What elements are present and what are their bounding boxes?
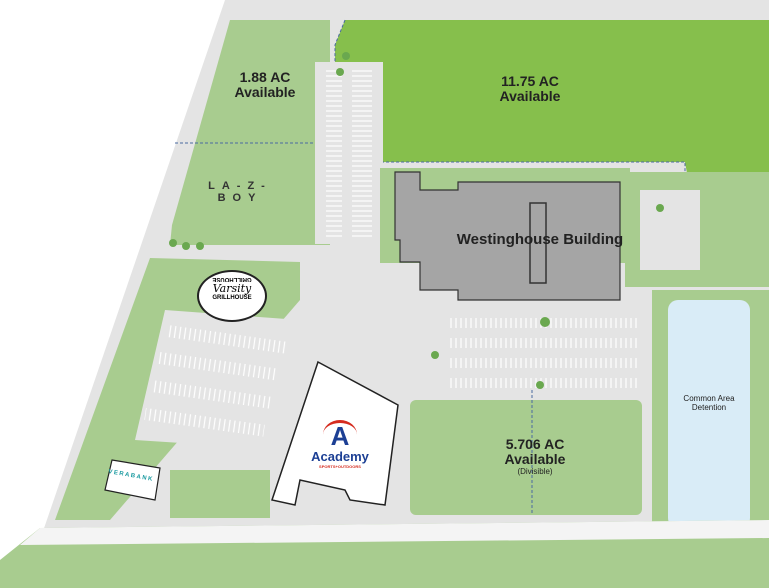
academy-a-icon: A — [323, 420, 357, 449]
parcel-label-5-706-ac: 5.706 AC Available (Divisible) — [485, 436, 585, 477]
detention-pond[interactable] — [668, 300, 750, 528]
westinghouse-building[interactable] — [394, 171, 621, 301]
south-road — [20, 520, 769, 545]
varsity-grillhouse-logo: GRILLHOUSE Varsity GRILLHOUSE — [197, 270, 267, 322]
status: Available — [234, 84, 296, 101]
acreage: 1.88 AC — [239, 69, 291, 85]
parcel-boundary — [334, 19, 686, 195]
parking-lot-north — [315, 62, 383, 244]
status: Available — [504, 451, 566, 468]
note: (Divisible) — [517, 466, 553, 476]
parcel-label-11-75-ac: 11.75 AC Available — [480, 73, 580, 105]
status: Available — [499, 88, 561, 105]
parcel-5-706-ac[interactable] — [410, 400, 642, 515]
verabank-building[interactable] — [104, 459, 161, 501]
acreage: 5.706 AC — [505, 436, 565, 452]
parcel-11-75-ac[interactable] — [335, 20, 769, 190]
detention-label: Common Area Detention — [683, 394, 735, 412]
westinghouse-building-label: Westinghouse Building — [456, 231, 624, 248]
lazboy-logo: LA-Z-BOY — [208, 180, 272, 205]
acreage: 11.75 AC — [501, 73, 559, 89]
academy-logo: A Academy SPORTS+OUTDOORS — [311, 420, 369, 469]
parcel-label-1-88-ac: 1.88 AC Available — [220, 69, 310, 101]
parcel-1-88-ac[interactable] — [170, 20, 330, 245]
